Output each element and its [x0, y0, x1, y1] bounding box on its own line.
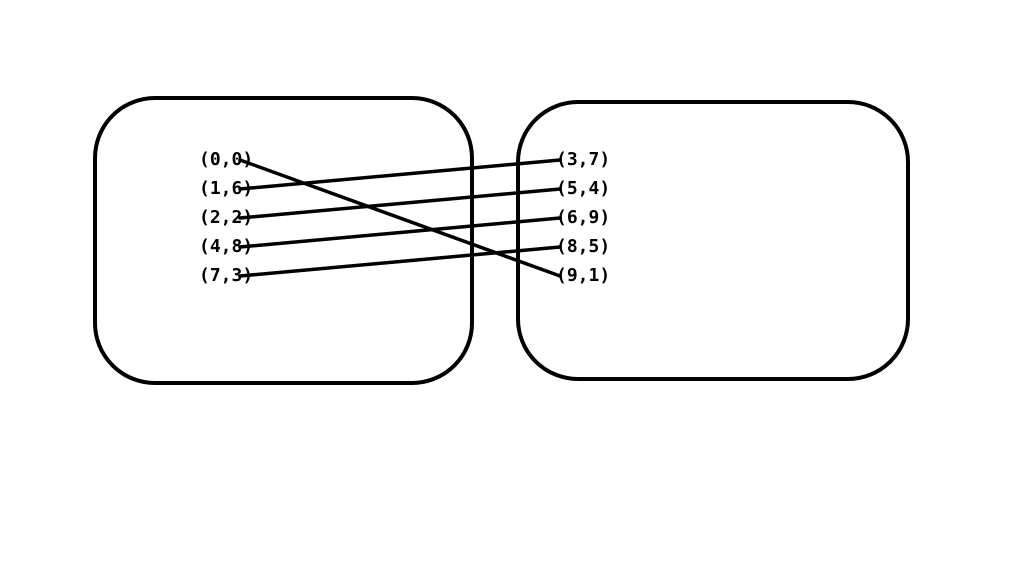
- mapping-arrow: [238, 245, 562, 278]
- codomain-element: (8,5): [556, 236, 610, 257]
- codomain-element: (5,4): [556, 178, 610, 199]
- domain-element: (1,6): [199, 178, 253, 199]
- domain-set-box: [93, 96, 474, 385]
- domain-element: (0,0): [199, 149, 253, 170]
- codomain-labels: (3,7) (5,4) (6,9) (8,5) (9,1): [556, 149, 610, 286]
- mapping-arrow: [238, 158, 562, 191]
- codomain-element: (9,1): [556, 265, 610, 286]
- mapping-arrow: [238, 216, 562, 249]
- codomain-set-box: [516, 100, 910, 381]
- mapping-arrow: [238, 187, 562, 220]
- codomain-element: (3,7): [556, 149, 610, 170]
- mapping-arrow: [238, 158, 562, 278]
- domain-element: (7,3): [199, 265, 253, 286]
- domain-element: (2,2): [199, 207, 253, 228]
- domain-labels: (0,0) (1,6) (2,2) (4,8) (7,3): [199, 149, 253, 286]
- connector-lines: [238, 158, 562, 278]
- codomain-element: (6,9): [556, 207, 610, 228]
- domain-element: (4,8): [199, 236, 253, 257]
